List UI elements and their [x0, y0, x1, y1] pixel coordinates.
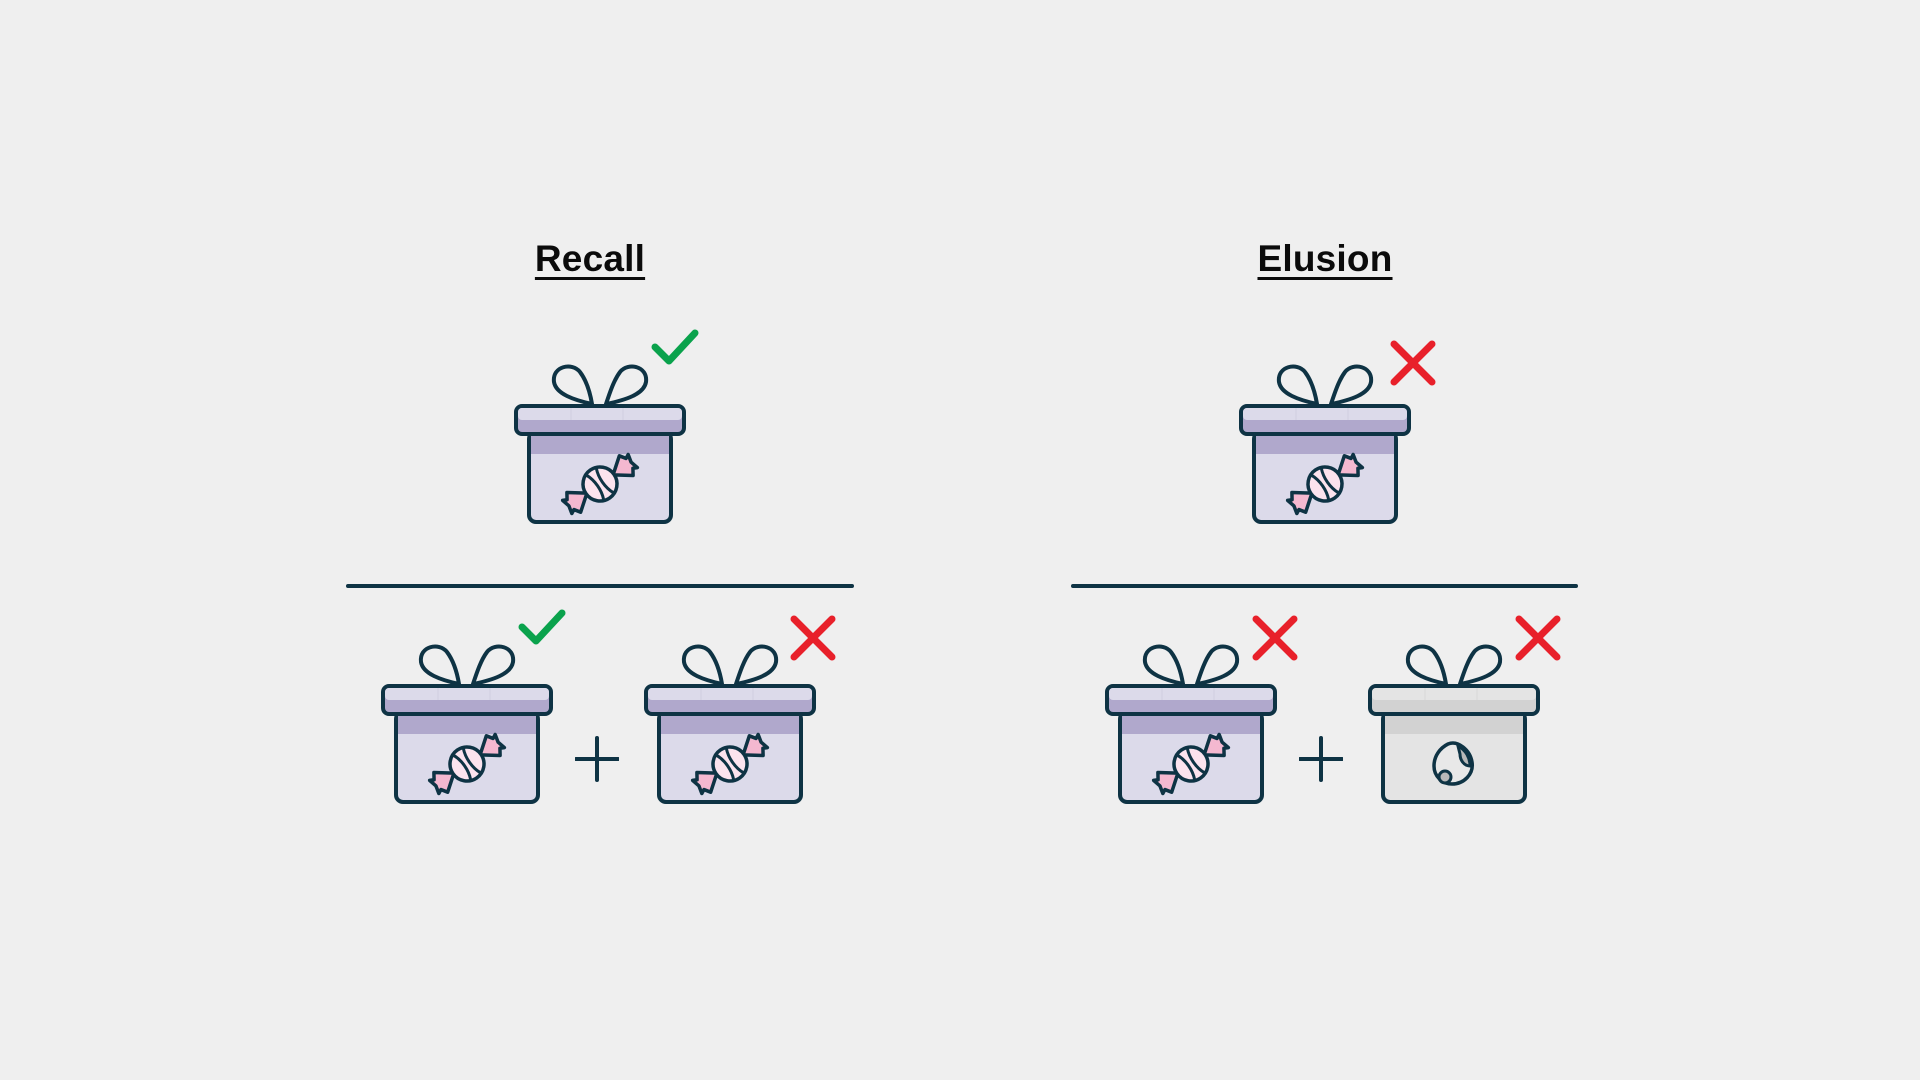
- gift-box-candy-icon: [1237, 336, 1413, 528]
- cross-icon: [788, 613, 838, 663]
- check-icon: [517, 606, 567, 656]
- elusion-heading: Elusion: [1257, 238, 1393, 279]
- recall-divider: [346, 584, 854, 588]
- plus-icon: [1299, 736, 1343, 782]
- plus-icon: [575, 736, 619, 782]
- cross-icon: [1250, 613, 1300, 663]
- cross-icon: [1388, 338, 1438, 388]
- cross-icon: [1513, 613, 1563, 663]
- elusion-divider: [1071, 584, 1578, 588]
- recall-heading: Recall: [534, 238, 646, 279]
- check-icon: [650, 326, 700, 376]
